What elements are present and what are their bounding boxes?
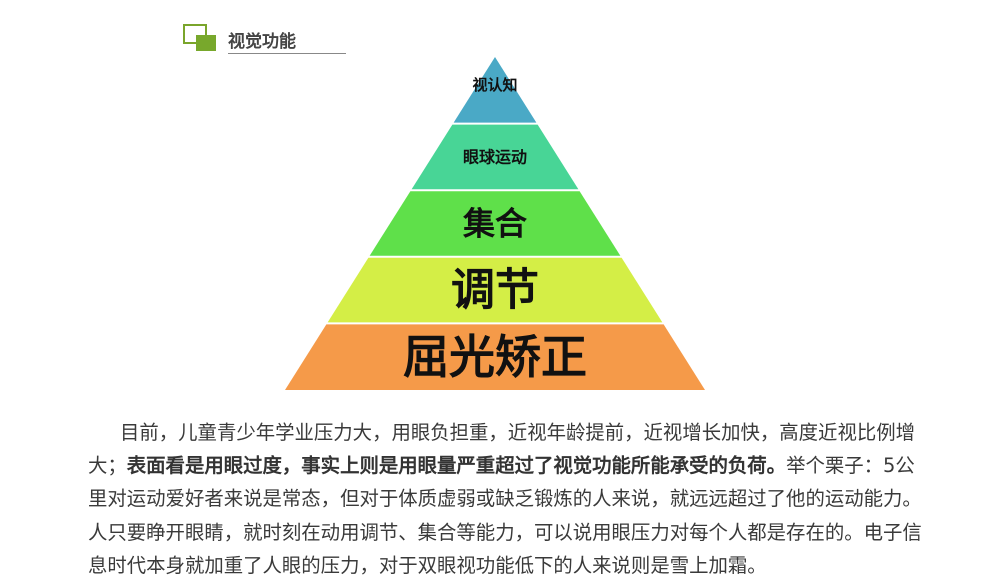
section-underline bbox=[228, 53, 346, 54]
pyramid-layer bbox=[453, 57, 537, 123]
paragraph-line: 目前，儿童青少年学业压力大，用眼负担重，近视年龄提前，近视增长加快，高度近视比例… bbox=[88, 416, 968, 449]
line-text: 目前，儿童青少年学业压力大，用眼负担重，近视年龄提前，近视增长加快，高度近视比例… bbox=[120, 421, 916, 444]
emphasis-text: 表面看是用眼过度，事实上则是用眼量严重超过了视觉功能所能承受的负荷。 bbox=[126, 454, 787, 478]
paragraph-line: 里对运动爱好者来说是常态，但对于体质虚弱或缺乏锻炼的人来说，就远远超过了他的运动… bbox=[88, 482, 968, 515]
line-text: 大； bbox=[88, 454, 127, 478]
pyramid-layer bbox=[285, 324, 705, 390]
section-header: 视觉功能 bbox=[183, 22, 348, 56]
pyramid-layer-label: 调节 bbox=[451, 265, 539, 316]
paragraph-line: 大；表面看是用眼过度，事实上则是用眼量严重超过了视觉功能所能承受的负荷。举个栗子… bbox=[88, 449, 968, 482]
pyramid-layer bbox=[369, 191, 621, 256]
pyramid-layer bbox=[411, 124, 579, 190]
pyramid-layer bbox=[327, 257, 663, 323]
header-square-filled-icon bbox=[196, 35, 216, 51]
pyramid-layer-label: 视认知 bbox=[472, 76, 517, 94]
line-text: 人只要睁开眼睛，就时刻在动用调节、集合等能力，可以说用眼压力对每个人都是存在的。… bbox=[88, 520, 922, 544]
section-title: 视觉功能 bbox=[228, 32, 296, 52]
pyramid-layer-label: 集合 bbox=[462, 205, 527, 243]
pyramid-layer-label: 屈光矫正 bbox=[403, 330, 587, 384]
pyramid-layer-label: 眼球运动 bbox=[463, 147, 527, 166]
paragraph-line: 人只要睁开眼睛，就时刻在动用调节、集合等能力，可以说用眼压力对每个人都是存在的。… bbox=[88, 516, 968, 549]
line-text: 举个栗子：5公 bbox=[786, 454, 915, 478]
line-text: 里对运动爱好者来说是常态，但对于体质虚弱或缺乏锻炼的人来说，就远远超过了他的运动… bbox=[88, 487, 922, 511]
body-paragraph: 目前，儿童青少年学业压力大，用眼负担重，近视年龄提前，近视增长加快，高度近视比例… bbox=[88, 416, 968, 582]
paragraph-line: 息时代本身就加重了人眼的压力，对于双眼视功能低下的人来说则是雪上加霜。 bbox=[88, 549, 968, 582]
line-text: 息时代本身就加重了人眼的压力，对于双眼视功能低下的人来说则是雪上加霜。 bbox=[88, 553, 767, 577]
